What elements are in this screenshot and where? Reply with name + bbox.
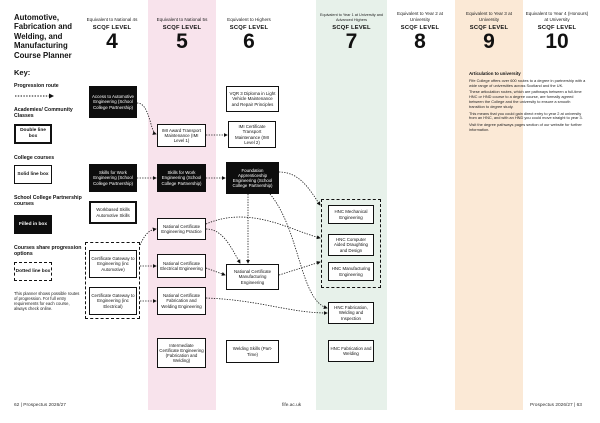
footer-right: Prospectus 2026/27 | 63 — [530, 403, 582, 408]
articulation-paragraph-3: This means that you could gain direct en… — [469, 110, 583, 121]
route-nc-manufacturing-to-hnc-group — [278, 261, 321, 276]
route-nc-fabrication-to-hnc-fabrication — [205, 297, 328, 315]
articulation-title: Articulation to university — [469, 71, 521, 76]
route-foundation-to-hnc-group — [278, 171, 321, 206]
level-7-header: Equivalent to Year 1 at University and A… — [318, 12, 385, 52]
course-imi-award: IMI Award Transport Maintenance (IMI Lev… — [157, 124, 206, 147]
course-nc-engineering-practice: National Certificate Engineering Practic… — [157, 218, 206, 240]
level-4-shared-group — [85, 242, 140, 319]
route-group-to-nc-practice — [139, 227, 157, 246]
course-imi-certificate: IMI Certificate Transport Maintenance (I… — [228, 121, 276, 148]
key-academies-label: Academies/ Community Classes — [14, 107, 73, 120]
level-9-band — [455, 0, 523, 410]
key-solid-box: Solid line box — [14, 165, 52, 184]
course-skills-for-work-4: Skills for Work Engineering (School Coll… — [89, 164, 137, 192]
level-5-equivalent: Equivalent to National 5s — [156, 16, 208, 22]
level-7-scqf: SCQF LEVEL — [332, 25, 371, 31]
level-6-header: Equivalent to Highers SCQF LEVEL 6 — [218, 12, 280, 52]
level-4-header: Equivalent to National 4s SCQF LEVEL 4 — [83, 12, 141, 52]
course-vqr3-diploma: VQR 3 Diploma in Light Vehicle Maintenan… — [226, 86, 279, 112]
level-10-number: 10 — [545, 30, 569, 53]
level-7-equivalent: Equivalent to Year 1 at University and A… — [319, 13, 384, 22]
footer-left: 62 | Prospectus 2026/27 — [14, 403, 66, 408]
level-9-equivalent: Equivalent to Year 3 at University — [466, 11, 512, 22]
course-skills-for-work-5: Skills for Work Engineering (School Coll… — [157, 164, 206, 192]
level-5-header: Equivalent to National 5s SCQF LEVEL 5 — [150, 12, 214, 52]
course-nc-manufacturing: National Certificate Manufacturing Engin… — [226, 264, 279, 290]
key-college-label: College courses — [14, 155, 55, 161]
key-double-box: Double line box — [14, 124, 52, 144]
level-10-equivalent: Equivalent to Year 4 (Honours) at Univer… — [525, 11, 589, 22]
course-hnc-cad: HNC Computer Aided Draughting and Design — [328, 234, 374, 256]
level-6-number: 6 — [243, 30, 255, 53]
level-6-scqf: SCQF LEVEL — [229, 25, 269, 31]
level-8-header: Equivalent to Year 2 at University SCQF … — [389, 11, 451, 53]
level-4-equivalent: Equivalent to National 4s — [86, 16, 138, 22]
level-8-scqf: SCQF LEVEL — [400, 25, 440, 31]
course-welding-skills: Welding Skills (Part-Time) — [226, 340, 279, 363]
level-9-header: Equivalent to Year 3 at University SCQF … — [457, 11, 521, 53]
course-hnc-mechanical: HNC Mechanical Engineering — [328, 205, 374, 224]
articulation-paragraph-2: These articulation routes, which are pat… — [469, 89, 582, 109]
course-cert-gateway-elec: Certificate Gateway to Engineering (inc … — [89, 287, 137, 315]
level-10-scqf: SCQF LEVEL — [537, 25, 577, 31]
key-partnership-label: School College Partnership courses — [14, 195, 82, 208]
route-nc-practice-to-hnc-group — [205, 216, 321, 240]
course-nc-electrical: National Certificate Electrical Engineer… — [157, 254, 206, 278]
hnc-shared-group — [321, 199, 381, 288]
planner-note: This planner shows possible routes of pr… — [14, 291, 80, 312]
articulation-paragraph-1: Fife College offers over 600 routes to a… — [469, 77, 586, 88]
articulation-paragraph-4: Visit the degree pathways pages section … — [469, 122, 582, 132]
level-8-equivalent: Equivalent to Year 2 at University — [397, 11, 443, 22]
key-progression-arrow — [15, 93, 54, 99]
level-5-number: 5 — [176, 30, 188, 53]
key-filled-box: Filled in box — [14, 215, 52, 234]
key-shared-label: Courses share progression options — [14, 245, 82, 258]
level-5-scqf: SCQF LEVEL — [162, 25, 202, 31]
level-6-equivalent: Equivalent to Highers — [227, 16, 271, 22]
planner-title: Automotive, Fabrication and Welding, and… — [14, 13, 73, 60]
footer-center-link[interactable]: fife.ac.uk — [282, 403, 302, 408]
course-hnc-fabrication-welding: HNC Fabrication and Welding — [328, 340, 374, 362]
route-access-to-imi-award — [136, 102, 157, 135]
course-workbased-skills: Workbased Skills Automotive Skills — [89, 201, 137, 224]
articulation-section: Articulation to university Fife College … — [469, 71, 587, 135]
course-cert-gateway-auto: Certificate Gateway to Engineering (inc … — [89, 250, 137, 278]
level-10-header: Equivalent to Year 4 (Honours) at Univer… — [525, 11, 589, 53]
course-intermediate-cert: Intermediate Certificate Engineering (Fa… — [157, 338, 206, 368]
route-foundation-to-hnc-fabrication — [269, 193, 328, 309]
level-9-scqf: SCQF LEVEL — [469, 25, 509, 31]
level-4-number: 4 — [106, 30, 118, 53]
key-dotted-box: Dotted line box — [14, 262, 52, 281]
level-7-number: 7 — [345, 30, 358, 53]
key-progression-label: Progression route — [14, 83, 59, 89]
course-hnc-fabrication-inspection: HNC Fabrication, Welding and Inspection — [328, 302, 374, 324]
course-access-automotive: Access to Automotive Engineering (School… — [89, 86, 137, 118]
key-title: Key: — [14, 68, 31, 77]
route-nc-electrical-to-nc-manufacturing — [205, 267, 226, 276]
level-8-number: 8 — [414, 30, 426, 53]
course-nc-fabrication: National Certificate Fabrication and Wel… — [157, 287, 206, 315]
level-4-scqf: SCQF LEVEL — [92, 25, 132, 31]
course-hnc-manufacturing: HNC Manufacturing Engineering — [328, 262, 374, 281]
route-nc-practice-to-nc-manufacturing — [205, 228, 241, 264]
level-9-number: 9 — [483, 30, 495, 53]
course-foundation-apprenticeship: Foundation Apprenticeship Engineering (S… — [226, 162, 279, 194]
